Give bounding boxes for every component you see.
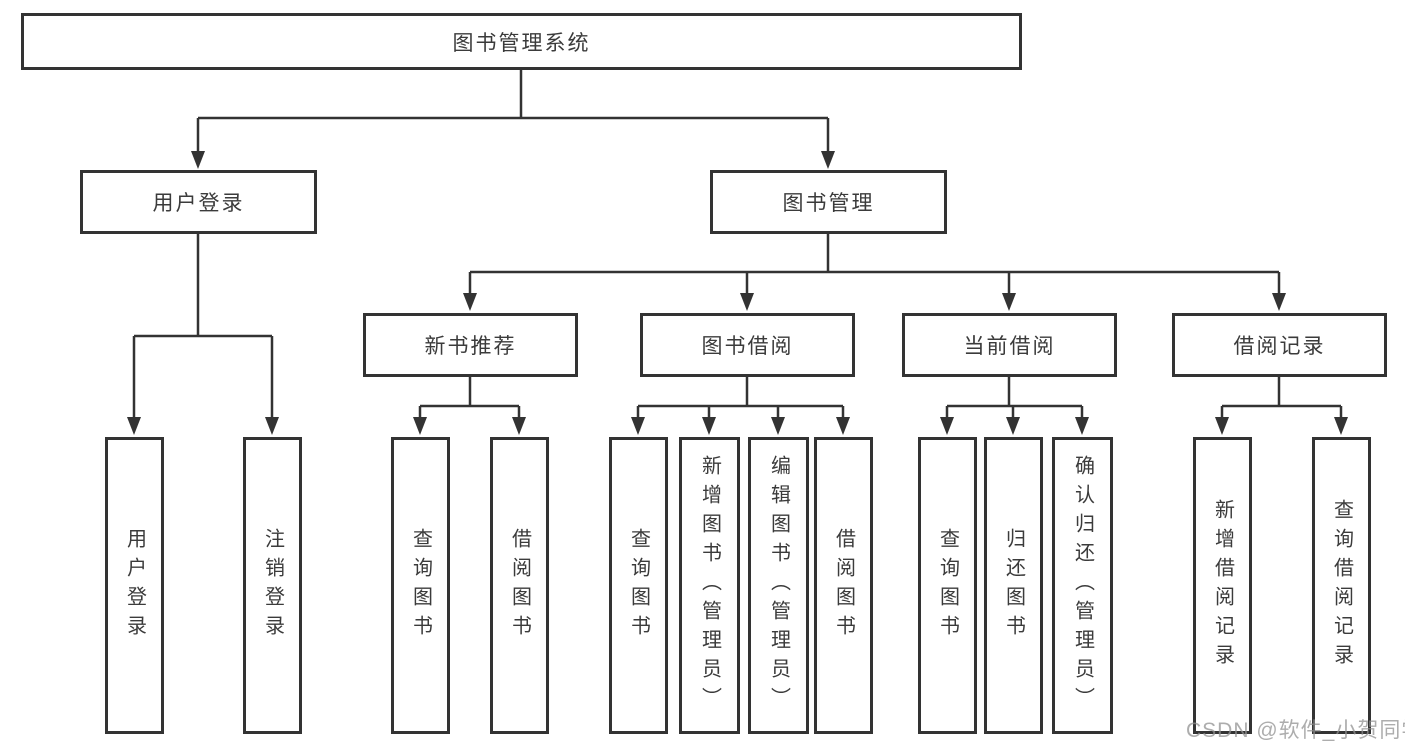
csdn-watermark: CSDN @软件_小贺同学 <box>1186 719 1405 742</box>
leaf-label: 归还图书 <box>1002 527 1025 644</box>
leaf-label: 查询图书 <box>409 527 432 644</box>
arrowhead-icons <box>127 151 1348 435</box>
node-current-borrow: 当前借阅 <box>902 313 1117 377</box>
leaf-current-query-books: 查询图书 <box>918 437 977 734</box>
node-library-management-system: 图书管理系统 <box>21 13 1022 70</box>
leaf-label: 借阅图书 <box>508 527 531 644</box>
node-label: 图书借阅 <box>701 335 794 358</box>
leaf-label: 用户登录 <box>123 527 146 644</box>
leaf-recommend-borrow-books: 借阅图书 <box>490 437 549 734</box>
leaf-label: 查询借阅记录 <box>1330 498 1353 673</box>
leaf-records-query-record: 查询借阅记录 <box>1312 437 1371 734</box>
leaf-label: 确认归还（管理员） <box>1071 455 1094 716</box>
leaf-records-add-record: 新增借阅记录 <box>1193 437 1252 734</box>
leaf-label: 新增借阅记录 <box>1211 498 1234 673</box>
leaf-label: 借阅图书 <box>832 527 855 644</box>
leaf-borrow-query-books: 查询图书 <box>609 437 668 734</box>
node-label: 图书管理 <box>782 192 875 215</box>
node-label: 用户登录 <box>152 192 245 215</box>
leaf-logout: 注销登录 <box>243 437 302 734</box>
connector-paths <box>132 69 1343 422</box>
node-label: 图书管理系统 <box>452 31 591 55</box>
leaf-label: 查询图书 <box>936 527 959 644</box>
leaf-borrow-add-books-admin: 新增图书（管理员） <box>679 437 740 734</box>
node-borrow-records: 借阅记录 <box>1172 313 1387 377</box>
node-label: 借阅记录 <box>1233 335 1326 358</box>
node-book-management: 图书管理 <box>710 170 947 234</box>
leaf-user-login: 用户登录 <box>105 437 164 734</box>
leaf-label: 新增图书（管理员） <box>698 455 721 716</box>
leaf-current-confirm-return-admin: 确认归还（管理员） <box>1052 437 1113 734</box>
leaf-borrow-borrow-books: 借阅图书 <box>814 437 873 734</box>
leaf-label: 查询图书 <box>627 527 650 644</box>
leaf-current-return-books: 归还图书 <box>984 437 1043 734</box>
leaf-borrow-edit-books-admin: 编辑图书（管理员） <box>748 437 809 734</box>
node-label: 当前借阅 <box>963 335 1056 358</box>
node-new-book-recommend: 新书推荐 <box>363 313 578 377</box>
leaf-recommend-query-books: 查询图书 <box>391 437 450 734</box>
node-book-borrow: 图书借阅 <box>640 313 855 377</box>
leaf-label: 注销登录 <box>261 527 284 644</box>
leaf-label: 编辑图书（管理员） <box>767 455 790 716</box>
node-user-login: 用户登录 <box>80 170 317 234</box>
node-label: 新书推荐 <box>424 335 517 358</box>
